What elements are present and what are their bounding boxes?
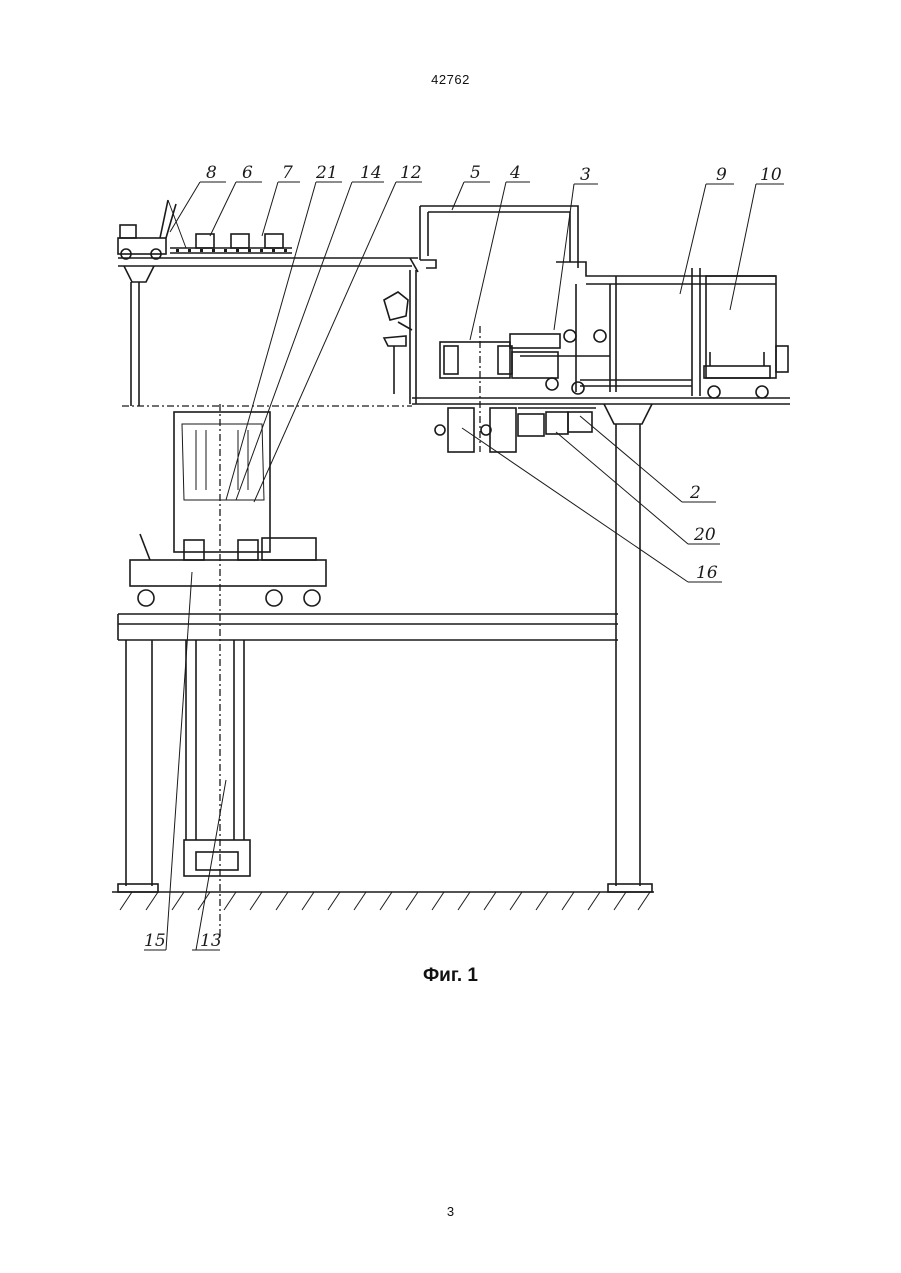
- callout-10: 10: [760, 165, 782, 185]
- leader-lines: [144, 182, 784, 950]
- figure-caption: Фиг. 1: [0, 965, 901, 987]
- callout-12: 12: [400, 163, 422, 183]
- callout-14: 14: [360, 163, 382, 183]
- chamber-5: [384, 206, 790, 452]
- ground: [112, 892, 654, 910]
- callout-6: 6: [242, 163, 253, 183]
- callout-20: 20: [693, 525, 716, 545]
- page-number: 3: [0, 1204, 901, 1219]
- callout-9: 9: [716, 165, 727, 185]
- lower-crucible: [118, 404, 618, 936]
- callout-15: 15: [144, 931, 166, 951]
- callout-4: 4: [509, 163, 521, 183]
- callout-13: 13: [200, 931, 222, 951]
- callout-21: 21: [315, 163, 338, 183]
- callout-7: 7: [282, 163, 293, 183]
- upper-left-gallery: [118, 200, 418, 406]
- callout-3: 3: [580, 165, 591, 185]
- callout-2: 2: [689, 483, 701, 503]
- callout-16: 16: [696, 563, 718, 583]
- callout-5: 5: [470, 163, 481, 183]
- callouts: 8 6 7 21 14 12 5 4 3 9 10 2 20 16 15 13: [144, 163, 782, 951]
- right-section: [580, 268, 788, 892]
- callout-8: 8: [206, 163, 217, 183]
